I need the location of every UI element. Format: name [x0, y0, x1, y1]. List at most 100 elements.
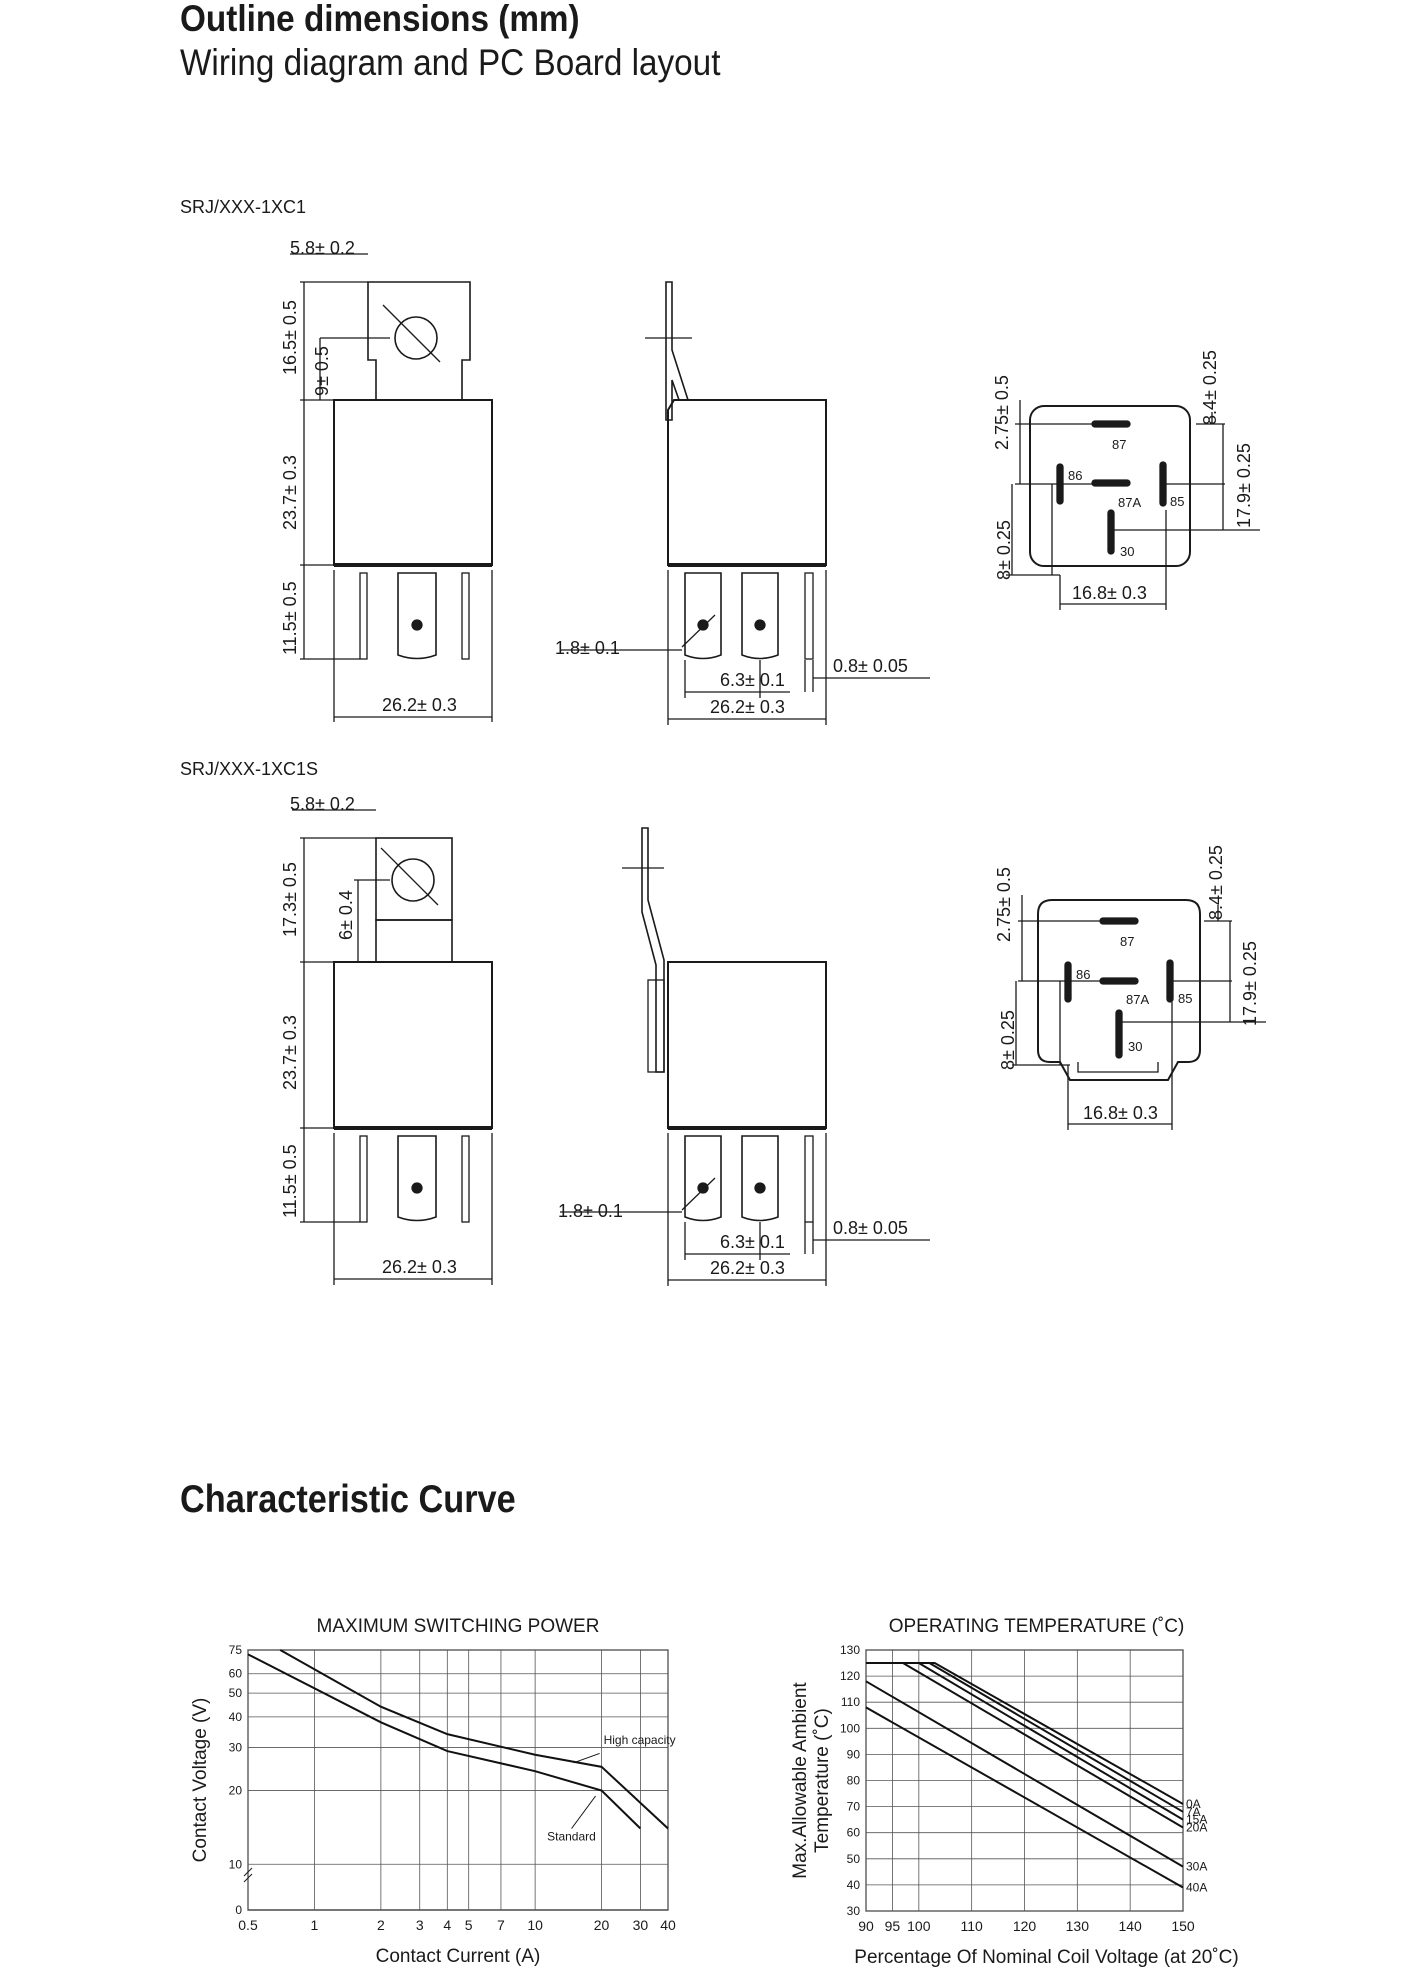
x-tick-label: 150 [1171, 1918, 1195, 1934]
y-axis-label-line1: Max.Allowable Ambient [790, 1682, 811, 1879]
dim-right-top: 8.4± 0.25 [1200, 350, 1220, 425]
x-tick-label: 1 [311, 1917, 319, 1933]
pin-30: 30 [1128, 1039, 1142, 1054]
section-title: Characteristic Curve [180, 1478, 516, 1521]
legend-standard: Standard [547, 1829, 596, 1843]
series-label-40a: 40A [1186, 1881, 1207, 1895]
dim-pin-spacing: 6.3± 0.1 [720, 1232, 785, 1252]
model-label: SRJ/XXX-1XC1S [180, 759, 318, 779]
y-tick-label: 120 [840, 1669, 860, 1683]
dim-hole-pos: 6± 0.4 [336, 890, 356, 940]
dim-bracket-height: 16.5± 0.5 [280, 300, 300, 375]
series-label-7a: 7A [1186, 1805, 1201, 1819]
y-tick-label: 10 [229, 1857, 243, 1871]
dim-top: 2.75± 0.5 [994, 867, 1014, 942]
dim-bracket-width: 5.8± 0.2 [290, 238, 355, 258]
x-tick-label: 90 [858, 1918, 874, 1934]
pin-87A: 87A [1118, 495, 1141, 510]
dim-body-height: 23.7± 0.3 [280, 1015, 300, 1090]
pin-87: 87 [1112, 437, 1126, 452]
dim-side-width: 26.2± 0.3 [710, 1258, 785, 1278]
y-tick-label: 30 [229, 1740, 243, 1754]
y-tick-label: 60 [229, 1667, 243, 1681]
series-line-20a [866, 1662, 1184, 1829]
dim-pin-spacing: 6.3± 0.1 [720, 670, 785, 690]
dim-body-width: 26.2± 0.3 [382, 1257, 457, 1277]
pin-85: 85 [1178, 991, 1192, 1006]
x-axis-label: Contact Current (A) [376, 1946, 541, 1967]
x-tick-label: 130 [1066, 1918, 1090, 1934]
y-tick-label: 50 [229, 1686, 243, 1700]
y-axis-label: Contact Voltage (V) [190, 1698, 211, 1863]
y-tick-label: 50 [847, 1852, 861, 1866]
series-label-30a: 30A [1186, 1860, 1207, 1874]
series-label-20a: 20A [1186, 1820, 1207, 1834]
pin-85: 85 [1170, 494, 1184, 509]
y-tick-label: 130 [840, 1643, 860, 1657]
dim-hole-pos: 9± 0.5 [312, 346, 332, 396]
dim-pin-length: 11.5± 0.5 [280, 581, 300, 655]
page-title: Outline dimensions (mm) [180, 0, 580, 39]
dim-body-height: 23.7± 0.3 [280, 455, 300, 530]
dim-left: 8± 0.25 [998, 1010, 1018, 1070]
legend-high-capacity: High capacity [604, 1733, 676, 1747]
pin-86: 86 [1076, 967, 1090, 982]
y-tick-label: 110 [841, 1695, 860, 1709]
chart-title: MAXIMUM SWITCHING POWER [317, 1616, 600, 1637]
dim-body-width: 26.2± 0.3 [382, 695, 457, 715]
dim-right: 17.9± 0.25 [1240, 941, 1260, 1026]
x-tick-label: 100 [907, 1918, 931, 1934]
front-view [290, 253, 493, 722]
x-tick-label: 2 [377, 1917, 385, 1933]
pin-87: 87 [1120, 934, 1134, 949]
x-tick-label: 95 [885, 1918, 901, 1934]
x-tick-label: 140 [1118, 1918, 1142, 1934]
y-axis-label-line2: Temperature (˚C) [812, 1708, 833, 1853]
y-tick-label: 100 [840, 1721, 860, 1735]
dim-pin-width: 1.8± 0.1 [558, 1201, 623, 1221]
bottom-view [1012, 895, 1266, 1130]
page-subtitle: Wiring diagram and PC Board layout [180, 42, 721, 83]
bottom-view [1006, 400, 1260, 610]
y-tick-label: 30 [847, 1904, 861, 1918]
series-label-0a: 0A [1186, 1797, 1201, 1811]
plot-frame [247, 1649, 669, 1911]
x-axis-label: Percentage Of Nominal Coil Voltage (at 2… [854, 1947, 1238, 1967]
dim-left: 8± 0.25 [994, 520, 1014, 580]
variant1-drawings: SRJ/XXX-1XC1 5.8± 0.2 16.5± 0.5 9± 0.5 2… [180, 197, 1260, 725]
leader-line [571, 1795, 596, 1829]
series-line-40a [865, 1706, 1184, 1889]
series-label-15a: 15A [1186, 1813, 1207, 1827]
x-tick-label: 0.5 [238, 1917, 258, 1933]
front-view [292, 809, 493, 1285]
y-tick-label: 75 [229, 1643, 243, 1657]
pin-30: 30 [1120, 544, 1134, 559]
x-tick-label: 4 [443, 1917, 451, 1933]
y-tick-label: 20 [229, 1784, 243, 1798]
x-tick-label: 30 [633, 1917, 649, 1933]
dim-bracket-height: 17.3± 0.5 [280, 862, 300, 937]
side-view [560, 281, 930, 725]
series-line-30a [865, 1680, 1184, 1868]
chart-title: OPERATING TEMPERATURE (˚C) [889, 1616, 1185, 1637]
dim-top: 2.75± 0.5 [992, 375, 1012, 450]
dim-right: 17.9± 0.25 [1234, 443, 1254, 528]
y-tick-label: 40 [847, 1878, 861, 1892]
pin-86: 86 [1068, 468, 1082, 483]
dim-pin-thickness: 0.8± 0.05 [833, 1218, 908, 1238]
x-tick-label: 110 [961, 1918, 984, 1934]
x-tick-label: 20 [594, 1917, 610, 1933]
y-tick-label: 0 [235, 1903, 242, 1917]
dim-pin-thickness: 0.8± 0.05 [833, 656, 908, 676]
x-tick-label: 7 [497, 1917, 505, 1933]
dim-bottom: 16.8± 0.3 [1083, 1103, 1158, 1123]
x-tick-label: 120 [1013, 1918, 1037, 1934]
series-line-standard [247, 1653, 642, 1830]
x-tick-label: 5 [465, 1917, 473, 1933]
dim-bracket-width: 5.8± 0.2 [290, 794, 355, 814]
side-view [560, 827, 930, 1286]
dim-side-width: 26.2± 0.3 [710, 697, 785, 717]
